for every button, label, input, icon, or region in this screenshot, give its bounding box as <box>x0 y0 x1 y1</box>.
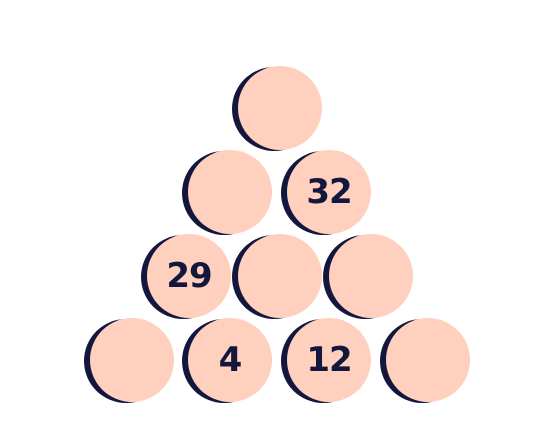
pyramid-cell-row3-col1[interactable]: 29 <box>147 234 231 318</box>
pyramid-cell-row4-col1[interactable] <box>90 318 174 402</box>
pyramid-cell-row4-col4[interactable] <box>386 318 470 402</box>
pyramid-cell-row3-col2[interactable] <box>238 234 322 318</box>
pyramid-cell-value: 32 <box>306 172 352 212</box>
pyramid-cell-row2-col2[interactable]: 32 <box>287 150 371 234</box>
pyramid-cell-row4-col2[interactable]: 4 <box>188 318 272 402</box>
pyramid-cell-row1-col1[interactable] <box>238 66 322 150</box>
pyramid-cell-row3-col3[interactable] <box>329 234 413 318</box>
pyramid-cell-value: 29 <box>166 256 212 296</box>
pyramid-cell-value: 12 <box>306 340 352 380</box>
pyramid-cell-row2-col1[interactable] <box>188 150 272 234</box>
pyramid-cell-value: 4 <box>218 340 243 380</box>
pyramid-cell-row4-col3[interactable]: 12 <box>287 318 371 402</box>
